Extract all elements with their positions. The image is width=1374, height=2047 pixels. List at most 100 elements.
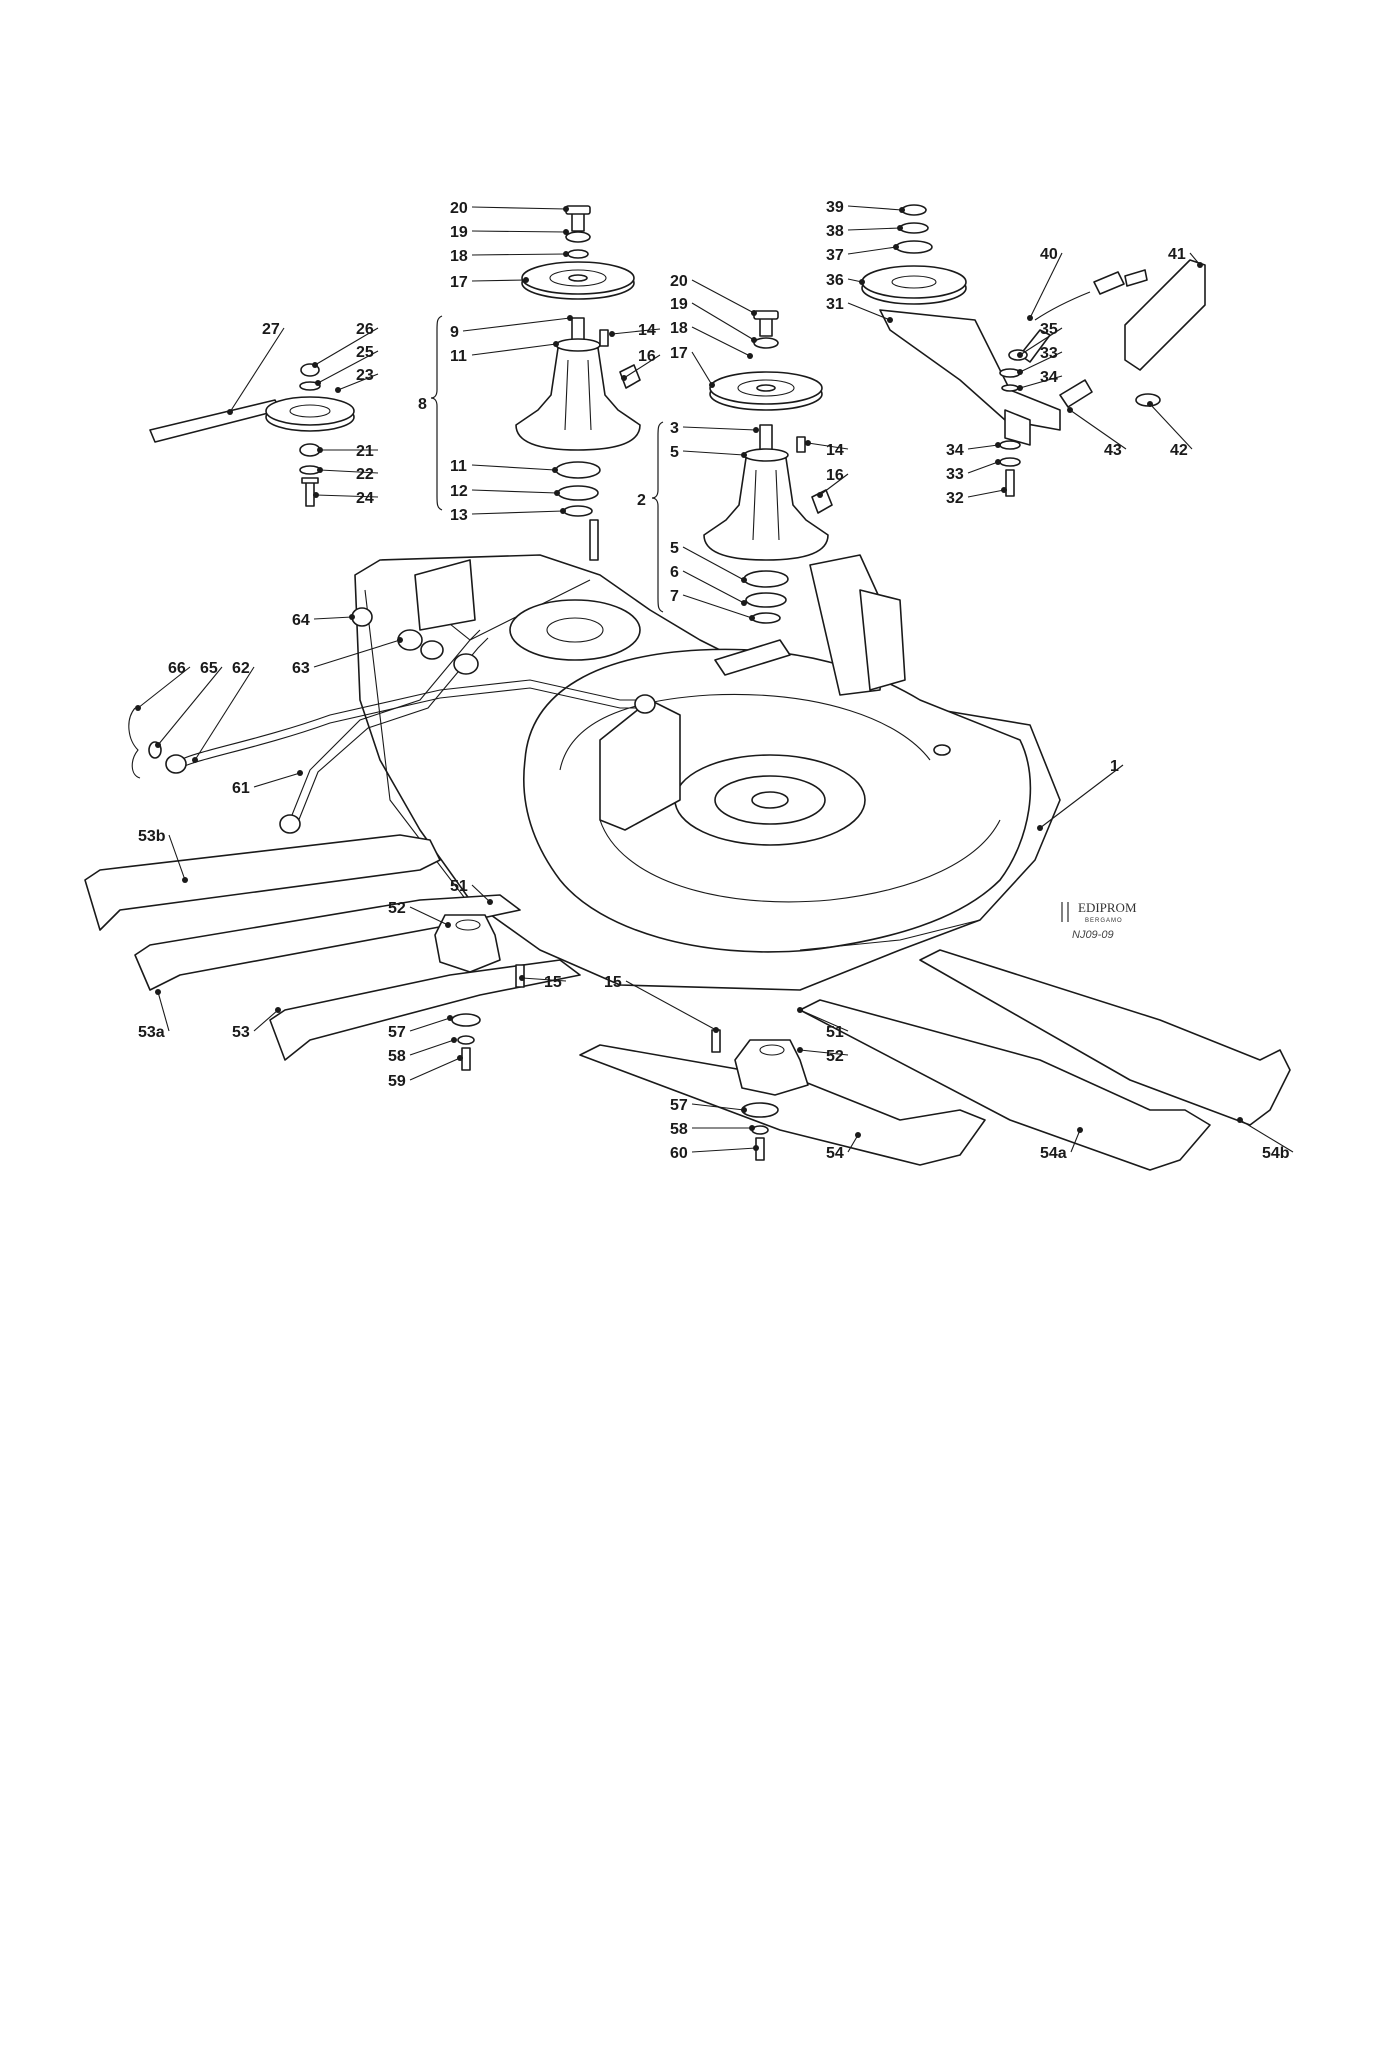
leader-dot-l58b (749, 1125, 755, 1131)
belt-and-pulley (149, 363, 355, 507)
leader-dot-l57a (447, 1015, 453, 1021)
part-label-l8: 8 (418, 396, 427, 413)
leader-dot-l25 (315, 380, 321, 386)
leader-dot-l63 (397, 637, 403, 643)
left-spindle-assembly (515, 205, 641, 517)
leader-dot-l7 (749, 615, 755, 621)
leader-line-l23 (337, 373, 379, 391)
part-label-l22: 22 (356, 466, 374, 483)
leader-line-l14a (611, 328, 661, 335)
leader-dot-l12 (554, 490, 560, 496)
right-spindle-assembly (703, 310, 833, 624)
leader-line-l13 (471, 510, 564, 515)
leader-dot-l3 (753, 427, 759, 433)
leader-dot-l34b (995, 442, 1001, 448)
leader-line-l33a (1019, 351, 1063, 373)
leader-dot-l40 (1027, 315, 1033, 321)
leader-line-l34a (1019, 375, 1063, 389)
leader-dot-l52a (445, 922, 451, 928)
leader-dot-l53 (275, 1007, 281, 1013)
mower-deck-housing (354, 519, 1061, 991)
leader-dot-l61 (297, 770, 303, 776)
part-label-l54: 54 (826, 1145, 844, 1162)
leader-line-l24 (315, 494, 379, 498)
leader-line-l51b (799, 1009, 849, 1032)
part-label-l2: 2 (637, 492, 646, 509)
leader-line-l27 (229, 327, 285, 413)
part-label-l51a: 51 (450, 878, 468, 895)
leader-dot-l16b (817, 492, 823, 498)
leader-line-l64 (313, 616, 353, 620)
leader-dot-l34a (1017, 385, 1023, 391)
part-label-l6: 6 (670, 564, 679, 581)
leader-dot-l33a (1017, 369, 1023, 375)
leader-dot-l54a (1077, 1127, 1083, 1133)
part-label-l17b: 17 (670, 345, 688, 362)
part-label-l37: 37 (826, 247, 844, 264)
part-label-l51b: 51 (826, 1024, 844, 1041)
leader-dot-l60 (753, 1145, 759, 1151)
part-label-l54b: 54b (1262, 1145, 1290, 1162)
leader-dot-l65 (155, 742, 161, 748)
leader-line-l11a (471, 343, 557, 356)
leader-line-l20a (471, 206, 567, 210)
leader-line-l51a (471, 884, 491, 903)
leader-line-l17a (471, 279, 527, 282)
part-label-l5b: 5 (670, 540, 679, 557)
part-label-l5a: 5 (670, 444, 679, 461)
leader-line-l53a (157, 991, 170, 1032)
part-label-l38: 38 (826, 223, 844, 240)
leader-dot-l15b (713, 1027, 719, 1033)
leader-line-l17b (691, 351, 713, 386)
leader-dot-l27 (227, 409, 233, 415)
part-label-l52b: 52 (826, 1048, 844, 1065)
leader-line-l54a (1070, 1129, 1081, 1153)
leader-dot-l15a (519, 975, 525, 981)
leader-dot-l32 (1001, 487, 1007, 493)
part-label-l34a: 34 (1040, 369, 1058, 386)
leader-line-l53 (253, 1009, 279, 1032)
part-label-l54a: 54a (1040, 1145, 1067, 1162)
leader-line-l5a (682, 450, 745, 456)
part-label-l64: 64 (292, 612, 310, 629)
leader-line-l5b (682, 546, 745, 581)
leader-line-l58a (409, 1039, 455, 1056)
leader-dot-l20a (563, 206, 569, 212)
leader-dot-l51a (487, 899, 493, 905)
leader-dot-l66 (135, 705, 141, 711)
leader-line-l6 (682, 570, 745, 604)
part-label-l42: 42 (1170, 442, 1188, 459)
part-label-l24: 24 (356, 490, 374, 507)
belt-tensioner-assembly (861, 204, 1206, 497)
logo-city: BERGAMO (1085, 918, 1123, 924)
part-label-l36: 36 (826, 272, 844, 289)
leader-line-l33b (967, 461, 999, 474)
leader-dot-l31 (887, 317, 893, 323)
part-label-l33b: 33 (946, 466, 964, 483)
part-label-l58b: 58 (670, 1121, 688, 1138)
leader-dot-l62 (192, 757, 198, 763)
leader-dot-l51b (797, 1007, 803, 1013)
part-label-l31: 31 (826, 296, 844, 313)
leader-dot-l64 (349, 614, 355, 620)
leader-dot-l26 (312, 362, 318, 368)
leader-dot-l6 (741, 600, 747, 606)
cutting-blades (84, 834, 1291, 1171)
part-label-l66: 66 (168, 660, 186, 677)
part-label-l40: 40 (1040, 246, 1058, 263)
leader-line-l15a (521, 977, 567, 982)
leader-dot-l21 (317, 447, 323, 453)
leader-dot-l18a (563, 251, 569, 257)
leader-dot-l17b (709, 382, 715, 388)
leader-line-l34b (967, 444, 999, 450)
part-label-l18a: 18 (450, 248, 468, 265)
part-label-l18b: 18 (670, 320, 688, 337)
leader-line-l40 (1029, 252, 1063, 319)
leader-line-l18a (471, 253, 567, 256)
leader-line-l11b (471, 464, 556, 471)
part-label-l16a: 16 (638, 348, 656, 365)
leader-line-l19a (471, 230, 567, 233)
leader-line-l63 (313, 639, 401, 668)
part-label-l15a: 15 (544, 974, 562, 991)
